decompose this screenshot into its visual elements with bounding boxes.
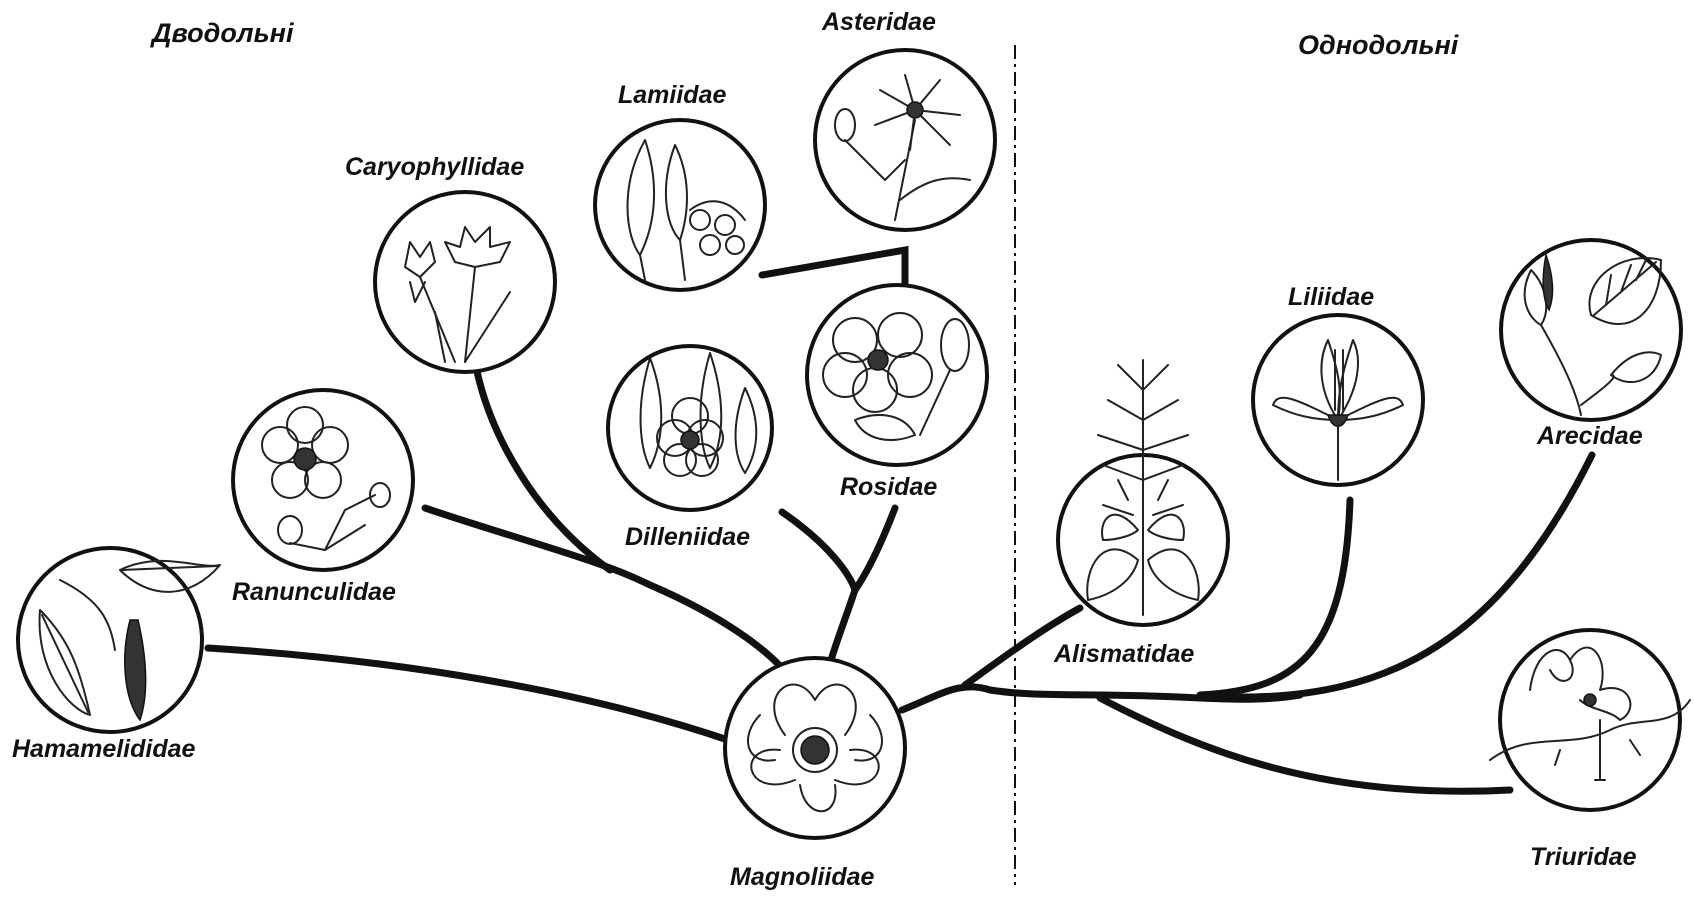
node-magnoliidae: Magnoliidae — [723, 656, 907, 891]
branches — [204, 245, 1596, 795]
dilleniidae-label: Dilleniidae — [625, 523, 750, 551]
node-asteridae: Asteridae — [813, 8, 997, 232]
lamiidae-circle — [593, 118, 767, 292]
arecidae-circle — [1499, 238, 1683, 422]
triuridae-circle — [1498, 628, 1682, 812]
asteridae-circle — [813, 48, 997, 232]
node-dilleniidae: Dilleniidae — [606, 344, 774, 551]
node-liliidae: Liliidae — [1251, 283, 1425, 487]
branch-ranunculidae — [421, 504, 796, 684]
alismatidae-label: Alismatidae — [1053, 640, 1194, 668]
branch-rosidae — [851, 504, 899, 594]
triuridae-label: Triuridae — [1530, 843, 1637, 871]
node-caryophyllidae: Caryophyllidae — [345, 153, 557, 374]
magnolia-flower-icon — [747, 683, 883, 813]
lamiidae-label: Lamiidae — [618, 81, 726, 109]
node-rosidae: Rosidae — [805, 283, 989, 501]
rose-flower-icon — [822, 312, 970, 441]
branch-asteridae-lamiidae — [758, 245, 909, 299]
branch-alismatidae — [961, 604, 1084, 689]
deadnettle-plant-icon — [626, 139, 746, 281]
arum-leaf-icon — [1523, 252, 1662, 416]
ranunculidae-circle — [231, 388, 415, 572]
lily-flower-icon — [1272, 339, 1404, 481]
arecidae-label: Arecidae — [1536, 422, 1643, 450]
monocots-heading: Однодольні — [1298, 30, 1459, 60]
node-lamiidae: Lamiidae — [593, 81, 767, 292]
hamamelididae-circle — [16, 546, 204, 734]
dillenia-flower-icon — [639, 352, 758, 477]
carnation-flower-icon — [404, 226, 511, 363]
magnoliidae-label: Magnoliidae — [730, 863, 875, 891]
asteridae-label: Asteridae — [821, 8, 936, 36]
node-hamamelididae: Hamamelididae — [12, 546, 221, 763]
water-plantain-icon — [1086, 359, 1200, 616]
branch-liliidae — [1196, 496, 1354, 699]
branch-dilleniidae — [778, 508, 859, 594]
node-arecidae: Arecidae — [1499, 238, 1683, 450]
hamamelididae-label: Hamamelididae — [12, 735, 196, 763]
dicots-heading: Дводольні — [150, 18, 294, 48]
cornflower-icon — [834, 74, 971, 221]
birch-leaf-catkin-icon — [38, 559, 221, 722]
node-triuridae: Triuridae — [1489, 628, 1691, 871]
triuris-plant-icon — [1489, 646, 1691, 781]
node-ranunculidae: Ranunculidae — [231, 388, 415, 606]
branch-arecidae — [1226, 451, 1596, 701]
ranunculidae-label: Ranunculidae — [232, 578, 396, 606]
buttercup-flower-icon — [261, 406, 391, 551]
liliidae-label: Liliidae — [1288, 283, 1374, 311]
node-alismatidae: Alismatidae — [1053, 359, 1230, 668]
branch-hamamelididae — [204, 644, 732, 744]
caryophyllidae-circle — [373, 190, 557, 374]
branch-triuridae — [1096, 694, 1514, 795]
caryophyllidae-label: Caryophyllidae — [345, 153, 524, 181]
branch-caryophyllidae — [471, 358, 614, 574]
rosidae-label: Rosidae — [840, 473, 937, 501]
rosidae-circle — [805, 283, 989, 467]
